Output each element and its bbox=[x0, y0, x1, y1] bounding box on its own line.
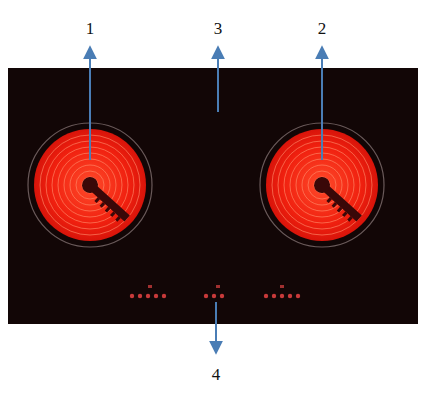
touch-button bbox=[272, 294, 276, 298]
touch-controls bbox=[130, 285, 300, 298]
leader-line bbox=[89, 48, 91, 160]
leader-line bbox=[321, 48, 323, 160]
callout-number: 4 bbox=[210, 365, 223, 384]
touch-button bbox=[138, 294, 142, 298]
touch-button bbox=[280, 294, 284, 298]
leader-line bbox=[215, 302, 217, 352]
glass-top bbox=[8, 68, 418, 324]
touch-button bbox=[288, 294, 292, 298]
touch-button bbox=[130, 294, 134, 298]
temperature-sensor bbox=[310, 174, 364, 225]
leader-lines bbox=[90, 48, 322, 352]
indicator-light bbox=[148, 285, 152, 288]
callout-number: 1 bbox=[84, 19, 97, 38]
touch-button bbox=[212, 294, 216, 298]
touch-button bbox=[154, 294, 158, 298]
indicator-light bbox=[216, 285, 220, 288]
callout-number: 3 bbox=[212, 19, 225, 38]
temperature-sensor bbox=[78, 174, 132, 225]
touch-button bbox=[162, 294, 166, 298]
callout-number: 2 bbox=[316, 19, 329, 38]
touch-button bbox=[264, 294, 268, 298]
touch-button bbox=[220, 294, 224, 298]
touch-button bbox=[204, 294, 208, 298]
touch-button bbox=[296, 294, 300, 298]
touch-button bbox=[146, 294, 150, 298]
leader-line bbox=[217, 48, 219, 112]
indicator-light bbox=[280, 285, 284, 288]
